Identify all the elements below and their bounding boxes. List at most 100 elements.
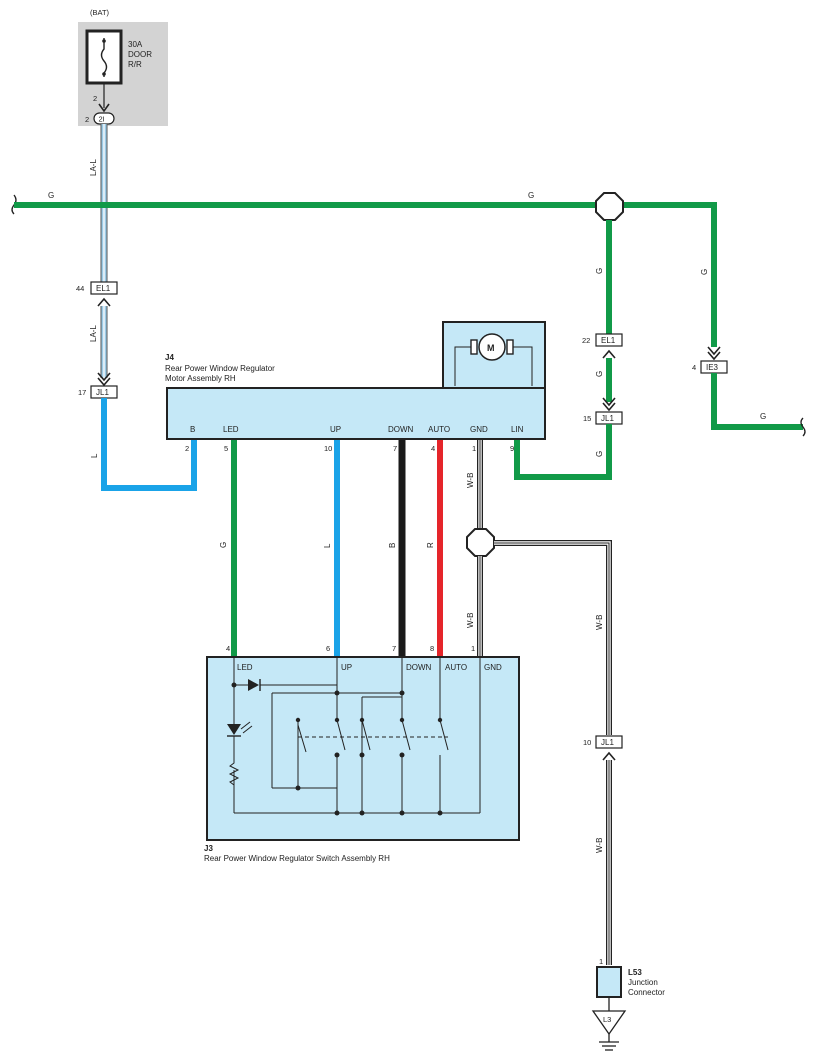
connector-l53-desc1: Junction [628,978,658,987]
splice-point-gnd [466,528,495,557]
connector-jl1-right-id: JL1 [601,414,614,423]
switch-terminal-auto: AUTO [445,663,467,672]
wire-break-right-icon [800,417,806,437]
switch-name: Rear Power Window Regulator Switch Assem… [204,854,390,863]
connector-jl1-left-id: JL1 [96,388,109,397]
wire-label-g-ie3: G [700,269,709,275]
motor-pin-led: 5 [224,444,228,453]
ground-id: L3 [603,1015,611,1024]
motor-terminal-gnd: GND [470,425,488,434]
motor-pin-auto: 4 [431,444,435,453]
motor-terminal-auto: AUTO [428,425,450,434]
motor-terminal-down: DOWN [388,425,414,434]
connector-jl1-ground-id: JL1 [601,738,614,747]
junction-connector-l53 [596,966,622,998]
connector-chevron-icon [602,402,616,412]
connector-jl1-left-pin: 17 [78,388,86,397]
wire-label-b-down: B [388,543,397,548]
motor-assembly-box [166,387,546,440]
wire-label-w-b-4: W-B [595,838,604,853]
wire-label-la-l-top: LA-L [89,159,98,176]
wire-label-la-l-bottom: LA-L [89,325,98,342]
connector-chevron-icon [97,372,111,382]
switch-terminal-gnd: GND [484,663,502,672]
motor-terminal-b: B [190,425,195,434]
fuse-pin-top: 2 [93,94,97,103]
wire-label-g-right: G [528,191,534,200]
wire-g-to-ie3 [622,202,717,347]
connector-el1-right-id: EL1 [601,336,616,345]
connector-chevron-icon [602,349,616,359]
diode-icon [248,679,259,691]
connector-ie3-id: IE3 [706,363,719,372]
motor-id: J4 [165,353,174,362]
connector-jl1-right-pin: 15 [583,414,591,423]
connector-ie3-pin: 4 [692,363,696,372]
wire-label-g-left: G [48,191,54,200]
connector-chevron-icon [707,346,721,356]
switch-pin-down: 7 [392,644,396,653]
switch-pin-up: 6 [326,644,330,653]
connector-chevron-icon [97,297,111,307]
fuse-terminal-arrow-icon [98,103,110,113]
switch-pin-auto: 8 [430,644,434,653]
connector-el1-left-id: EL1 [96,284,111,293]
motor-name-line1: Rear Power Window Regulator [165,364,275,373]
motor-terminal-up: UP [330,425,341,434]
connector-jl1-ground [595,735,623,749]
connector-el1-right-pin: 22 [582,336,590,345]
motor-symbol: M [487,343,495,353]
connector-l53-pin: 1 [599,957,603,966]
fuse-pin-conn: 2 [85,115,89,124]
wire-label-l-up: L [323,543,332,548]
motor-pin-up: 10 [324,444,332,453]
connector-l53-id: L53 [628,968,642,977]
wire-l-to-motor-b [101,398,197,491]
switch-assembly-box [206,656,520,841]
connector-chevron-icon [707,351,721,361]
wire-label-g-branch3: G [595,451,604,457]
wire-label-w-b-2: W-B [466,613,475,628]
wire-label-r-auto: R [426,542,435,548]
fuse-name-line1: DOOR [128,50,152,59]
motor-icon [454,333,533,386]
connector-chevron-icon [97,377,111,387]
motor-terminal-lin: LIN [511,425,524,434]
wire-label-w-b-1: W-B [466,473,475,488]
switch-terminal-down: DOWN [406,663,432,672]
wire-w-b-to-ground [494,540,612,965]
connector-el1-right [595,333,623,347]
wire-g-to-motor-lin [514,424,612,480]
led-icon [227,724,241,735]
wire-label-g-branch1: G [595,268,604,274]
switch-id: J3 [204,844,213,853]
fuse-rating: 30A [128,40,143,49]
switch-pin-led: 4 [226,644,230,653]
ground-icon [591,1010,627,1036]
connector-chevron-icon [602,751,616,761]
fuse-icon [100,38,108,77]
fuse-source-label: (BAT) [90,8,110,17]
motor-housing [442,321,546,389]
junction-dots [231,682,443,816]
switch-terminal-up: UP [341,663,352,672]
wire-label-w-b-3: W-B [595,615,604,630]
fuse-name-line2: R/R [128,60,142,69]
motor-pin-b: 2 [185,444,189,453]
motor-pin-down: 7 [393,444,397,453]
motor-pin-lin: 9 [510,444,514,453]
connector-el1-left-pin: 44 [76,284,84,293]
wire-label-g-ie3-out: G [760,412,766,421]
switch-pin-gnd: 1 [471,644,475,653]
motor-terminal-led: LED [223,425,239,434]
motor-name-line2: Motor Assembly RH [165,374,236,383]
wire-label-g-led: G [219,542,228,548]
wire-label-l-left: L [90,453,99,458]
connector-chevron-icon [602,397,616,407]
wire-g-ie3-out [711,373,803,430]
splice-point-g [595,192,624,221]
motor-pin-gnd: 1 [472,444,476,453]
connector-l53-desc2: Connector [628,988,665,997]
switch-internal-circuit [228,657,481,814]
